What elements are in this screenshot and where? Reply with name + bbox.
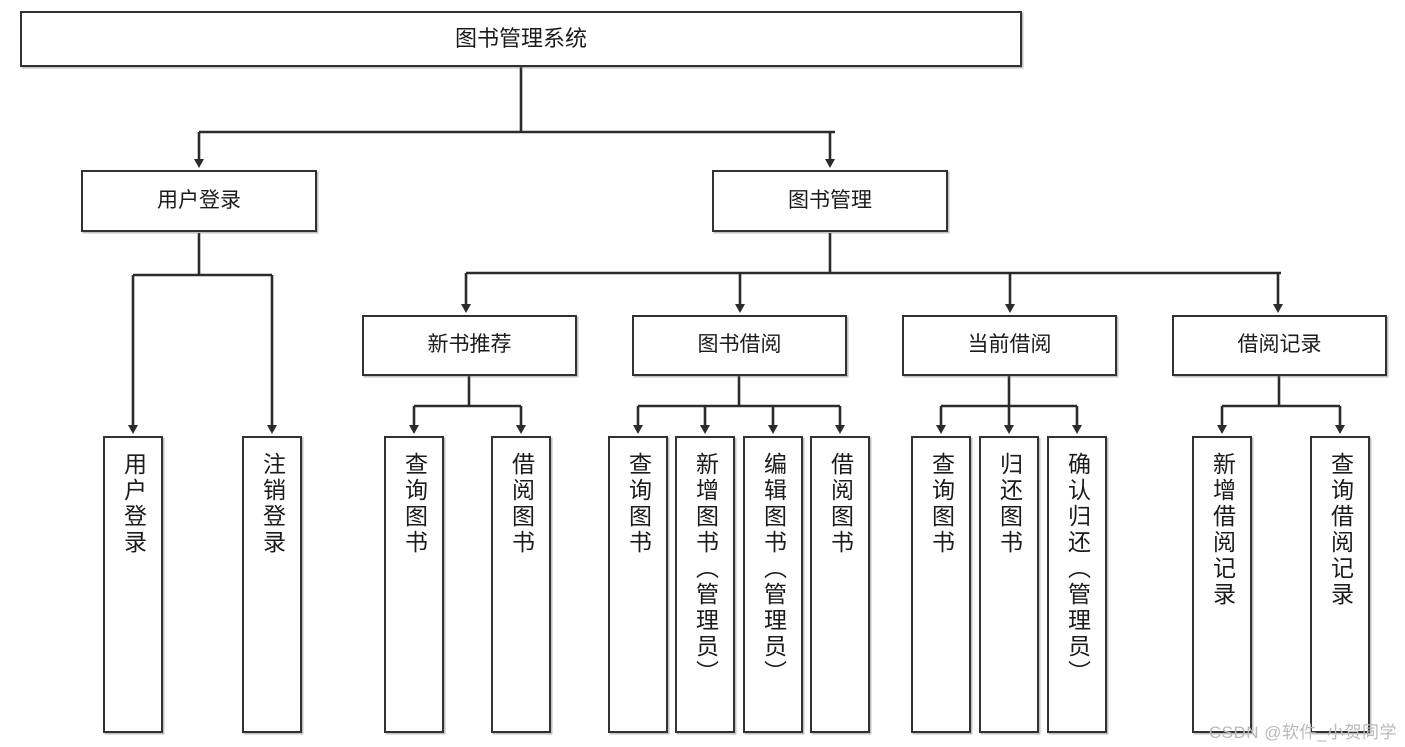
node-leaf-borrow-book-2[interactable]: 借阅图书 [810, 436, 870, 733]
node-book-management-label: 图书管理 [788, 188, 872, 212]
node-leaf-borrow-book-2-label: 借阅图书 [827, 452, 854, 556]
node-borrow-record[interactable]: 借阅记录 [1172, 315, 1387, 376]
node-leaf-borrow-book-1[interactable]: 借阅图书 [491, 436, 551, 733]
node-leaf-query-book-1[interactable]: 查询图书 [384, 436, 444, 733]
node-leaf-borrow-book-1-label: 借阅图书 [508, 452, 535, 556]
node-leaf-query-book-2-label: 查询图书 [625, 452, 652, 556]
node-leaf-query-book-2[interactable]: 查询图书 [608, 436, 668, 733]
node-leaf-confirm-return[interactable]: 确认归还（管理员） [1047, 436, 1107, 733]
watermark: CSDN @软件_小贺同学 [1208, 723, 1397, 742]
node-leaf-edit-book[interactable]: 编辑图书（管理员） [743, 436, 803, 733]
node-new-book-recommend-label: 新书推荐 [427, 333, 512, 357]
node-book-borrow-label: 图书借阅 [697, 333, 782, 357]
node-current-borrow-label: 当前借阅 [967, 333, 1052, 357]
node-leaf-return-book[interactable]: 归还图书 [979, 436, 1039, 733]
node-current-borrow[interactable]: 当前借阅 [902, 315, 1117, 376]
node-leaf-logout-label: 注销登录 [259, 452, 286, 556]
node-leaf-query-book-3-label: 查询图书 [928, 452, 955, 556]
node-leaf-user-login[interactable]: 用户登录 [103, 436, 163, 733]
node-leaf-add-book[interactable]: 新增图书（管理员） [675, 436, 735, 733]
node-new-book-recommend[interactable]: 新书推荐 [362, 315, 577, 376]
node-leaf-query-book-3[interactable]: 查询图书 [911, 436, 971, 733]
node-book-borrow[interactable]: 图书借阅 [632, 315, 847, 376]
node-book-management[interactable]: 图书管理 [712, 170, 948, 232]
node-leaf-query-book-1-label: 查询图书 [401, 452, 428, 556]
node-leaf-add-record-label: 新增借阅记录 [1209, 452, 1236, 608]
node-borrow-record-label: 借阅记录 [1237, 333, 1322, 357]
node-root[interactable]: 图书管理系统 [20, 11, 1022, 67]
node-leaf-query-record[interactable]: 查询借阅记录 [1310, 436, 1370, 733]
node-root-label: 图书管理系统 [454, 26, 587, 52]
node-leaf-add-book-label: 新增图书（管理员） [692, 452, 719, 686]
node-user-login[interactable]: 用户登录 [81, 170, 317, 232]
node-leaf-return-book-label: 归还图书 [996, 452, 1023, 556]
node-leaf-confirm-return-label: 确认归还（管理员） [1064, 452, 1091, 686]
node-leaf-add-record[interactable]: 新增借阅记录 [1192, 436, 1252, 733]
node-leaf-query-record-label: 查询借阅记录 [1327, 452, 1354, 608]
node-leaf-edit-book-label: 编辑图书（管理员） [760, 452, 787, 686]
node-user-login-label: 用户登录 [157, 188, 241, 212]
node-leaf-logout[interactable]: 注销登录 [242, 436, 302, 733]
node-leaf-user-login-label: 用户登录 [120, 452, 147, 556]
